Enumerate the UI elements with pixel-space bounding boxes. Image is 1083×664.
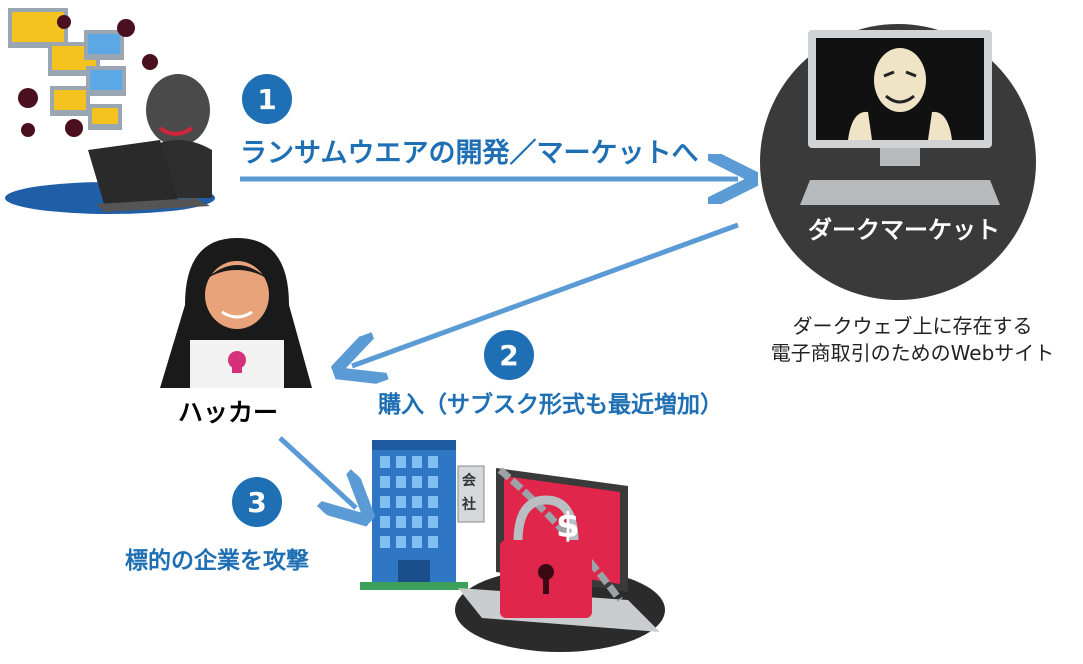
dark-market-description-line2: 電子商取引のためのWebサイト (770, 341, 1055, 365)
anonymous-mask-icon (848, 48, 952, 140)
infected-monitors-icon (8, 8, 126, 130)
dark-market-description-line1: ダークウェブ上に存在する (792, 314, 1033, 338)
virus-icon (18, 15, 158, 137)
hacker-caption: ハッカー (178, 398, 279, 427)
step-1-badge: 1 (242, 74, 292, 124)
skull-icon (228, 351, 246, 373)
arrow-step2 (352, 222, 739, 366)
step-3-badge: 3 (232, 477, 282, 527)
step-2-label: 購入（サブスク形式も最近増加） (378, 392, 723, 418)
building-sign-char-1: 会 (462, 473, 476, 489)
step-1-label: ランサムウエアの開発／マーケットへ (240, 138, 699, 169)
building-sign-char-2: 社 (462, 497, 476, 513)
step-2-badge: 2 (484, 330, 534, 380)
dollar-icon: $ (556, 506, 580, 546)
step-3-label: 標的の企業を攻撃 (125, 548, 309, 574)
office-building-icon (360, 440, 485, 590)
dark-market-description: ダークウェブ上に存在する 電子商取引のためのWebサイト (745, 313, 1080, 367)
target-company-illustration (360, 440, 665, 652)
arrow-step3 (278, 436, 356, 508)
ransomware-developer-illustration (5, 8, 215, 214)
dark-market-illustration (760, 24, 1036, 300)
locked-laptop-icon (458, 467, 660, 632)
dark-market-title: ダークマーケット (808, 216, 1000, 244)
hacker-illustration (160, 238, 312, 388)
